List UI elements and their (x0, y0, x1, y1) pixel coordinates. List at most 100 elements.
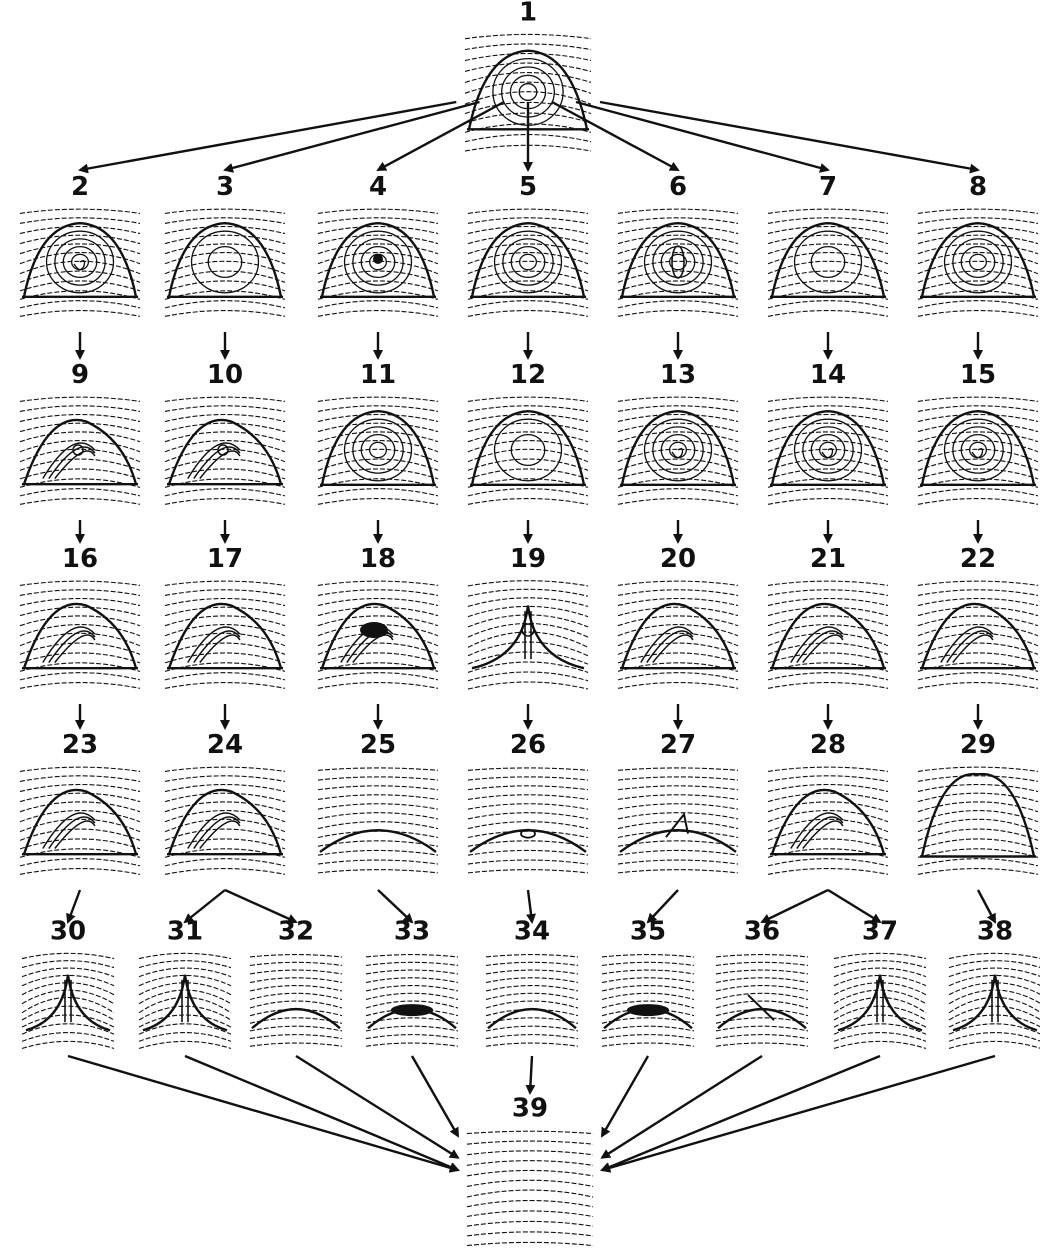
node-label-5: 5 (519, 172, 537, 202)
node-24: 24 (165, 730, 285, 874)
node-18: 18 (318, 544, 438, 688)
node-6: 6 (618, 172, 738, 316)
edge-arrow-1-2 (80, 102, 456, 170)
node-label-24: 24 (207, 730, 243, 760)
node-label-3: 3 (216, 172, 234, 202)
fingerprint-pattern-37 (834, 953, 926, 1048)
fingerprint-pattern-10 (165, 397, 285, 504)
node-10: 10 (165, 360, 285, 504)
node-33: 33 (366, 917, 458, 1047)
node-23: 23 (20, 730, 140, 874)
node-label-8: 8 (969, 172, 987, 202)
node-label-18: 18 (360, 544, 396, 574)
node-29: 29 (918, 730, 1038, 874)
node-3: 3 (165, 172, 285, 316)
node-35: 35 (602, 917, 694, 1047)
fingerprint-pattern-12 (468, 397, 588, 504)
node-label-2: 2 (71, 172, 89, 202)
node-14: 14 (768, 360, 888, 504)
fingerprint-pattern-18 (318, 581, 438, 688)
fingerprint-pattern-29 (918, 767, 1038, 874)
fingerprint-pattern-9 (20, 397, 140, 504)
node-label-26: 26 (510, 730, 546, 760)
node-13: 13 (618, 360, 738, 504)
node-label-6: 6 (669, 172, 687, 202)
node-label-9: 9 (71, 360, 89, 390)
node-label-25: 25 (360, 730, 396, 760)
node-label-13: 13 (660, 360, 696, 390)
edge-arrow-32-39 (296, 1056, 458, 1158)
node-label-37: 37 (862, 917, 898, 947)
node-37: 37 (834, 917, 926, 1049)
node-label-11: 11 (360, 360, 396, 390)
fingerprint-pattern-19 (468, 581, 588, 689)
fingerprint-pattern-36 (716, 955, 808, 1047)
node-1: 1 (465, 0, 591, 151)
node-22: 22 (918, 544, 1038, 688)
fingerprint-pattern-14 (768, 397, 888, 504)
node-32: 32 (250, 917, 342, 1047)
fingerprint-pattern-33 (366, 955, 458, 1047)
fingerprint-pattern-17 (165, 581, 285, 688)
fingerprint-pattern-38 (949, 953, 1040, 1048)
edge-arrow-38-39 (602, 1056, 995, 1170)
node-30: 30 (22, 917, 114, 1049)
fingerprint-pattern-24 (165, 767, 285, 874)
node-34: 34 (486, 917, 578, 1047)
node-label-29: 29 (960, 730, 996, 760)
node-label-28: 28 (810, 730, 846, 760)
fingerprint-pattern-11 (318, 397, 438, 504)
fingerprint-pattern-21 (768, 581, 888, 688)
fingerprint-pattern-6 (618, 209, 738, 316)
node-label-33: 33 (394, 917, 430, 947)
fingerprint-pattern-3 (165, 209, 285, 316)
node-label-1: 1 (519, 0, 537, 27)
node-20: 20 (618, 544, 738, 688)
node-label-20: 20 (660, 544, 696, 574)
node-label-30: 30 (50, 917, 86, 947)
node-label-21: 21 (810, 544, 846, 574)
edge-arrow-36-39 (602, 1056, 762, 1158)
edge-arrow-34-39 (530, 1056, 532, 1093)
node-27: 27 (618, 730, 738, 873)
node-2: 2 (20, 172, 140, 316)
fingerprint-pattern-2 (20, 209, 140, 316)
node-label-36: 36 (744, 917, 780, 947)
fingerprint-pattern-35 (602, 955, 694, 1047)
node-38: 38 (949, 917, 1040, 1049)
node-label-38: 38 (977, 917, 1013, 947)
node-26: 26 (468, 730, 588, 873)
fingerprint-pattern-8 (918, 209, 1038, 316)
edge-arrow-30-39 (68, 1056, 458, 1170)
node-11: 11 (318, 360, 438, 504)
node-label-19: 19 (510, 544, 546, 574)
node-label-16: 16 (62, 544, 98, 574)
node-16: 16 (20, 544, 140, 688)
node-9: 9 (20, 360, 140, 504)
node-25: 25 (318, 730, 438, 873)
node-label-10: 10 (207, 360, 243, 390)
fingerprint-pattern-30 (22, 953, 114, 1048)
node-7: 7 (768, 172, 888, 316)
node-label-17: 17 (207, 544, 243, 574)
fingerprint-pattern-4 (318, 209, 438, 316)
node-15: 15 (918, 360, 1038, 504)
node-5: 5 (468, 172, 588, 316)
node-12: 12 (468, 360, 588, 504)
edge-arrow-35-39 (602, 1056, 648, 1136)
node-label-32: 32 (278, 917, 314, 947)
node-label-35: 35 (630, 917, 666, 947)
node-4: 4 (318, 172, 438, 316)
fingerprint-pattern-34 (486, 955, 578, 1047)
node-36: 36 (716, 917, 808, 1047)
fingerprint-pattern-31 (139, 953, 231, 1048)
node-label-12: 12 (510, 360, 546, 390)
node-label-27: 27 (660, 730, 696, 760)
node-19: 19 (468, 544, 588, 689)
node-31: 31 (139, 917, 231, 1049)
fingerprint-pattern-23 (20, 767, 140, 874)
fingerprint-pattern-25 (318, 768, 438, 873)
